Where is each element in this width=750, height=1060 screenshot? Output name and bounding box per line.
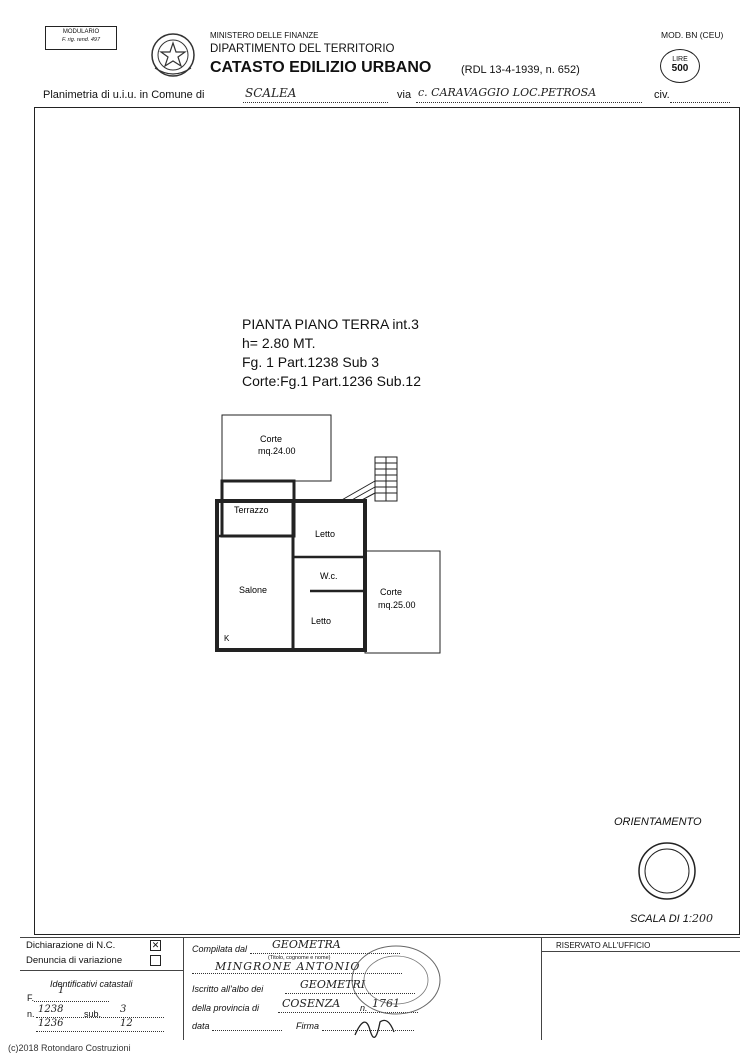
document-title: CATASTO EDILIZIO URBANO [210, 59, 432, 76]
denuncia-label: Denuncia di variazione [26, 955, 123, 966]
planimetry-frame [34, 107, 740, 935]
data-dotted-line [212, 1030, 282, 1031]
firma-label: Firma [296, 1021, 319, 1031]
dichiarazione-label: Dichiarazione di N.C. [26, 940, 116, 951]
corte-right-label: Corte [380, 587, 402, 597]
corte-top-area: mq.24.00 [258, 446, 296, 456]
provincia-label: della provincia di [192, 1003, 260, 1013]
department-label: DIPARTIMENTO DEL TERRITORIO [210, 43, 395, 55]
law-reference: (RDL 13-4-1939, n. 652) [461, 64, 580, 76]
f-dotted-line [34, 1001, 109, 1002]
stamp-lire-label: LIRE [672, 56, 688, 63]
orientation-label: ORIENTAMENTO [614, 816, 702, 828]
corte-top-label: Corte [260, 434, 282, 444]
letto-bottom-label: Letto [311, 616, 331, 626]
identificativi-label: Identificativi catastali [50, 979, 133, 989]
scale-value: 200 [691, 912, 713, 925]
salone-label: Salone [239, 585, 267, 595]
floor-plan: Corte mq.24.00 Terrazzo Letto W.c. Salon… [215, 414, 441, 654]
italian-emblem-icon [151, 33, 195, 77]
scale-label: SCALA DI 1:200 [630, 912, 713, 925]
building-outline [215, 499, 367, 652]
civ-label: civ. [654, 89, 670, 101]
via-dotted-line [416, 102, 642, 103]
riservato-label: RISERVATO ALL'UFFICIO [556, 941, 651, 950]
via-value: c. CARAVAGGIO LOC.PETROSA [418, 86, 597, 99]
iscritto-label: Iscritto all'albo dei [192, 984, 264, 994]
plan-height: h= 2.80 MT. [242, 335, 316, 351]
provincia-dotted-line [278, 1012, 418, 1013]
provincia-value: COSENZA [282, 997, 341, 1010]
sub-value-1: 3 [120, 1004, 127, 1015]
stairs-icon [339, 456, 398, 502]
dichiarazione-checkbox[interactable]: ✕ [150, 940, 161, 951]
wc-label: W.c. [320, 571, 338, 581]
n-dotted-line [36, 1017, 164, 1018]
plan-header: PIANTA PIANO TERRA int.3 h= 2.80 MT. Fg.… [242, 315, 421, 391]
footer-divider-1 [183, 937, 184, 1040]
riservato-underline [541, 951, 740, 952]
n2-dotted-line [36, 1031, 164, 1032]
letto-top-label: Letto [315, 529, 335, 539]
compilata-value: GEOMETRA [272, 938, 341, 951]
civ-dotted-line [670, 102, 730, 103]
compilata-dotted-line [250, 953, 400, 954]
compass-icon [638, 842, 696, 900]
modulario-label: MODULARIO [62, 29, 100, 35]
firma-dotted-line [322, 1030, 414, 1031]
sub-label: sub. [84, 1009, 102, 1019]
planimetria-label: Planimetria di u.i.u. in Comune di [43, 89, 205, 101]
copyright-label: (c)2018 Rotondaro Costruzioni [8, 1043, 131, 1053]
comune-value: SCALEA [245, 86, 297, 100]
modulario-form-code: F. rig. rend. 497 [61, 37, 101, 43]
mod-label: MOD. BN (CEU) [661, 30, 724, 40]
terrazzo-label: Terrazzo [234, 505, 269, 515]
footer-divider-2 [541, 937, 542, 1040]
n-prov-label: n. [360, 1003, 368, 1013]
compilata-label: Compilata dal [192, 944, 248, 954]
stamp-value: 500 [671, 63, 689, 74]
f-label: F. [27, 993, 35, 1003]
k-label: K [224, 634, 230, 643]
footer-top-border [20, 937, 740, 938]
data-label: data [192, 1021, 210, 1031]
n-value-1: 1238 [38, 1004, 64, 1015]
signature-icon [354, 1019, 395, 1038]
stamp-badge: LIRE 500 [660, 49, 700, 83]
name-value: MINGRONE ANTONIO [215, 960, 361, 973]
n-label: n. [27, 1009, 35, 1019]
iscritto-value: GEOMETRI [300, 978, 366, 991]
corte-right-area: mq.25.00 [378, 600, 416, 610]
modulario-box: MODULARIO F. rig. rend. 497 [45, 26, 117, 50]
ministry-label: MINISTERO DELLE FINANZE [210, 31, 319, 40]
comune-dotted-line [243, 102, 388, 103]
titolo-hint: (Titolo, cognome e nome) [268, 955, 331, 961]
n-value-2: 1236 [38, 1018, 64, 1029]
f-value: 1 [58, 985, 65, 996]
plan-title: PIANTA PIANO TERRA int.3 [242, 316, 419, 332]
plan-parcel: Fg. 1 Part.1238 Sub 3 [242, 354, 379, 370]
footer-left-divider [20, 970, 183, 971]
via-label: via [397, 89, 412, 101]
iscritto-dotted-line [285, 993, 415, 994]
plan-corte-parcel: Corte:Fg.1 Part.1236 Sub.12 [242, 373, 421, 389]
sub-value-2: 12 [120, 1018, 133, 1029]
name-dotted-line [192, 973, 402, 974]
scale-label-text: SCALA DI 1: [630, 913, 692, 925]
denuncia-checkbox[interactable] [150, 955, 161, 966]
professional-stamp-icon [351, 945, 441, 1015]
